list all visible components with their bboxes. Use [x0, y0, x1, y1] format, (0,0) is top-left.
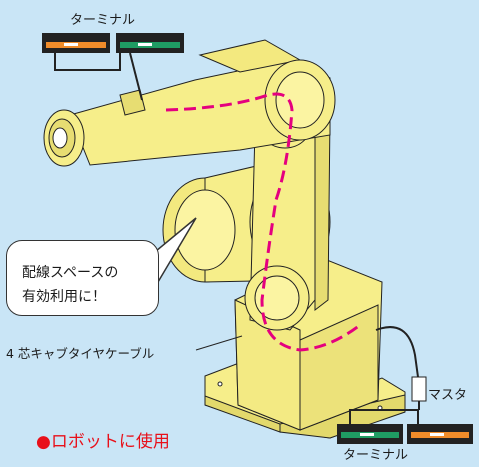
terminal-top-link	[54, 52, 143, 101]
terminal-bottom-label: ターミナル	[343, 448, 409, 463]
robot-wrist	[43, 109, 85, 167]
cable-leader-line	[195, 335, 243, 351]
callout-line-2: 有効利用に！	[22, 289, 106, 305]
terminal-bottom-left	[337, 424, 403, 444]
terminal-top-right	[116, 33, 184, 53]
master-cable	[375, 326, 420, 410]
caption: ●ロボットに使用	[36, 432, 170, 452]
terminal-bottom-right	[407, 424, 473, 444]
callout-bubble	[6, 240, 159, 316]
callout-line-1: 配線スペースの	[22, 265, 119, 281]
callout-text: 配線スペースの 有効利用に！	[22, 261, 118, 309]
master-unit	[411, 376, 427, 402]
wiring-route	[165, 92, 361, 352]
bubble-tail	[149, 217, 197, 283]
master-label: マスタ	[428, 388, 468, 403]
terminal-top-label: ターミナル	[70, 13, 136, 28]
robot-upper-arm	[69, 39, 336, 166]
terminal-bottom-link	[349, 409, 419, 424]
terminal-top-left	[42, 33, 110, 53]
cable-label: 4 芯キャブタイヤケーブル	[6, 346, 155, 361]
robot-base	[204, 257, 406, 439]
